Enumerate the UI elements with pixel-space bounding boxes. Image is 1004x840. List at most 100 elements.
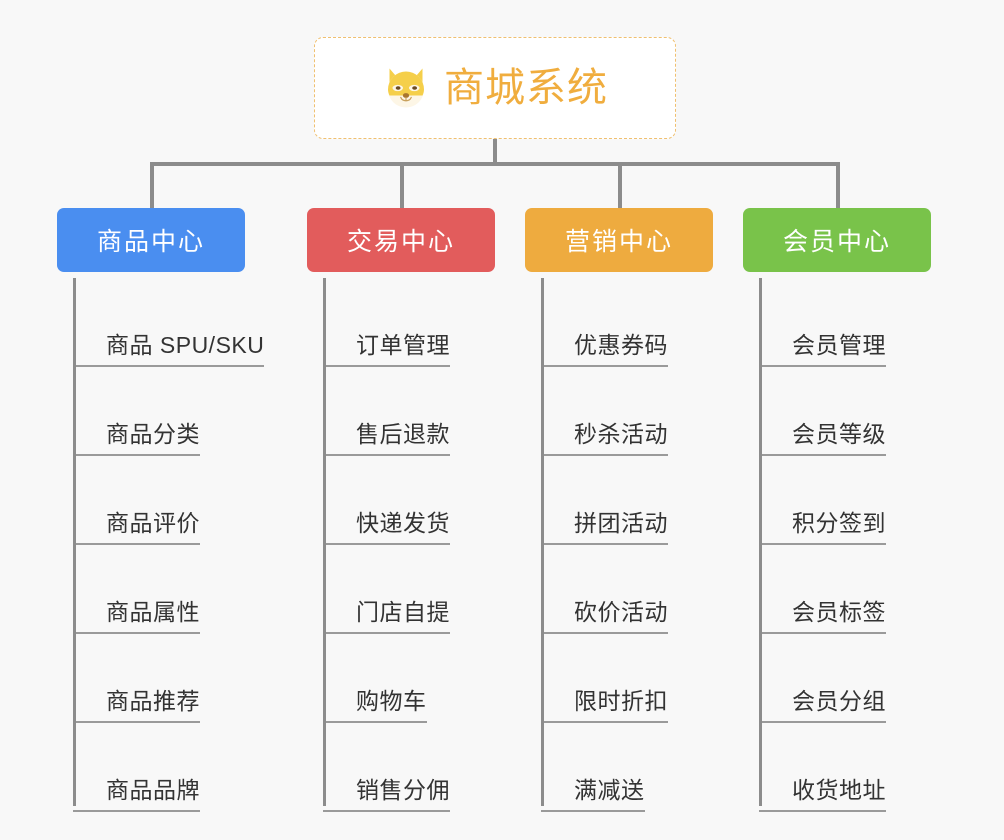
leaf-label: 积分签到 [792,509,886,536]
leaf-label: 优惠券码 [574,331,668,358]
list-item[interactable]: 秒杀活动 [541,367,713,456]
leaf-label: 商品评价 [106,509,200,536]
leaf-label: 门店自提 [356,598,450,625]
list-item[interactable]: 会员分组 [759,634,931,723]
leaf-label: 售后退款 [356,420,450,447]
list-item[interactable]: 会员等级 [759,367,931,456]
branch-leaf-list-3: 优惠券码 秒杀活动 拼团活动 砍价活动 限时折扣 满减送 [525,278,713,812]
branch-trunk-3 [541,278,544,806]
branch-header-label-4: 会员中心 [782,228,891,256]
connector-horizontal-bus [150,162,840,166]
list-item[interactable]: 满减送 [541,723,713,812]
leaf-label: 会员管理 [792,331,886,358]
branch-column-3: 营销中心 优惠券码 秒杀活动 拼团活动 砍价活动 限时折扣 满减送 [525,208,713,812]
leaf-underline: 积分签到 [759,509,886,545]
leaf-label: 会员标签 [792,598,886,625]
leaf-label: 销售分佣 [356,776,450,803]
leaf-underline: 限时折扣 [541,687,668,723]
leaf-label: 会员等级 [792,420,886,447]
leaf-underline: 快递发货 [323,509,450,545]
branch-column-4: 会员中心 会员管理 会员等级 积分签到 会员标签 会员分组 收货地址 [743,208,931,812]
list-item[interactable]: 订单管理 [323,278,495,367]
leaf-label: 收货地址 [792,776,886,803]
list-item[interactable]: 商品 SPU/SKU [73,278,265,367]
list-item[interactable]: 购物车 [323,634,495,723]
branch-body-2: 订单管理 售后退款 快递发货 门店自提 购物车 销售分佣 [307,272,495,812]
list-item[interactable]: 拼团活动 [541,456,713,545]
leaf-label: 砍价活动 [574,598,668,625]
branch-column-1: 商品中心 商品 SPU/SKU 商品分类 商品评价 商品属性 商品推荐 商品品牌 [57,208,265,812]
leaf-underline: 优惠券码 [541,331,668,367]
leaf-underline: 会员标签 [759,598,886,634]
leaf-underline: 会员分组 [759,687,886,723]
branch-header-3[interactable]: 营销中心 [525,208,713,272]
branch-header-label-3: 营销中心 [564,228,673,256]
leaf-underline: 商品分类 [73,420,200,456]
list-item[interactable]: 销售分佣 [323,723,495,812]
leaf-label: 商品推荐 [106,687,200,714]
connector-root-stem [493,139,497,164]
leaf-label: 拼团活动 [574,509,668,536]
leaf-label: 商品 SPU/SKU [106,331,265,358]
branch-header-label-2: 交易中心 [346,228,455,256]
leaf-label: 会员分组 [792,687,886,714]
root-node-title: 商城系统 [444,66,608,110]
leaf-underline: 商品 SPU/SKU [73,331,265,367]
list-item[interactable]: 门店自提 [323,545,495,634]
shiba-dog-face-icon [388,68,424,108]
leaf-underline: 满减送 [541,776,645,812]
branch-header-2[interactable]: 交易中心 [307,208,495,272]
leaf-underline: 会员等级 [759,420,886,456]
leaf-label: 商品分类 [106,420,200,447]
leaf-label: 快递发货 [356,509,450,536]
leaf-underline: 拼团活动 [541,509,668,545]
branch-header-1[interactable]: 商品中心 [57,208,245,272]
leaf-underline: 购物车 [323,687,427,723]
leaf-underline: 收货地址 [759,776,886,812]
list-item[interactable]: 商品品牌 [73,723,245,812]
list-item[interactable]: 限时折扣 [541,634,713,723]
list-item[interactable]: 积分签到 [759,456,931,545]
branch-trunk-4 [759,278,762,806]
branch-column-2: 交易中心 订单管理 售后退款 快递发货 门店自提 购物车 销售分佣 [307,208,495,812]
leaf-underline: 门店自提 [323,598,450,634]
list-item[interactable]: 优惠券码 [541,278,713,367]
root-node-mall-system[interactable]: 商城系统 [314,37,676,139]
leaf-underline: 商品评价 [73,509,200,545]
leaf-underline: 砍价活动 [541,598,668,634]
list-item[interactable]: 商品分类 [73,367,245,456]
leaf-underline: 商品品牌 [73,776,200,812]
branch-body-3: 优惠券码 秒杀活动 拼团活动 砍价活动 限时折扣 满减送 [525,272,713,812]
leaf-label: 满减送 [574,776,645,803]
connector-drop-branch-2 [400,162,404,210]
leaf-underline: 商品推荐 [73,687,200,723]
leaf-underline: 订单管理 [323,331,450,367]
branch-body-1: 商品 SPU/SKU 商品分类 商品评价 商品属性 商品推荐 商品品牌 [57,272,265,812]
list-item[interactable]: 砍价活动 [541,545,713,634]
list-item[interactable]: 会员标签 [759,545,931,634]
list-item[interactable]: 快递发货 [323,456,495,545]
leaf-label: 限时折扣 [574,687,668,714]
list-item[interactable]: 会员管理 [759,278,931,367]
branch-leaf-list-4: 会员管理 会员等级 积分签到 会员标签 会员分组 收货地址 [743,278,931,812]
list-item[interactable]: 收货地址 [759,723,931,812]
list-item[interactable]: 售后退款 [323,367,495,456]
list-item[interactable]: 商品推荐 [73,634,245,723]
list-item[interactable]: 商品属性 [73,545,245,634]
leaf-label: 商品属性 [106,598,200,625]
list-item[interactable]: 商品评价 [73,456,245,545]
leaf-underline: 商品属性 [73,598,200,634]
leaf-label: 购物车 [356,687,427,714]
branch-body-4: 会员管理 会员等级 积分签到 会员标签 会员分组 收货地址 [743,272,931,812]
leaf-underline: 秒杀活动 [541,421,668,456]
branch-leaf-list-1: 商品 SPU/SKU 商品分类 商品评价 商品属性 商品推荐 商品品牌 [57,278,265,812]
leaf-label: 订单管理 [356,331,450,358]
branch-header-4[interactable]: 会员中心 [743,208,931,272]
leaf-underline: 售后退款 [323,420,450,456]
leaf-underline: 销售分佣 [323,776,450,812]
branch-leaf-list-2: 订单管理 售后退款 快递发货 门店自提 购物车 销售分佣 [307,278,495,812]
connector-drop-branch-1 [150,162,154,210]
leaf-label: 商品品牌 [106,776,200,803]
connector-drop-branch-4 [836,162,840,210]
